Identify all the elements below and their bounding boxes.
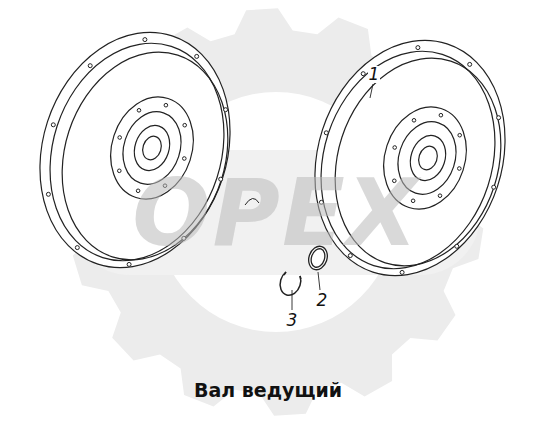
- retaining-ring: [280, 272, 301, 295]
- watermark: OPEX: [132, 168, 419, 260]
- callout-number: 2: [316, 292, 329, 309]
- callout-number: 3: [286, 312, 299, 329]
- caption: Вал ведущий: [194, 381, 342, 400]
- callout-number: 1: [368, 66, 381, 83]
